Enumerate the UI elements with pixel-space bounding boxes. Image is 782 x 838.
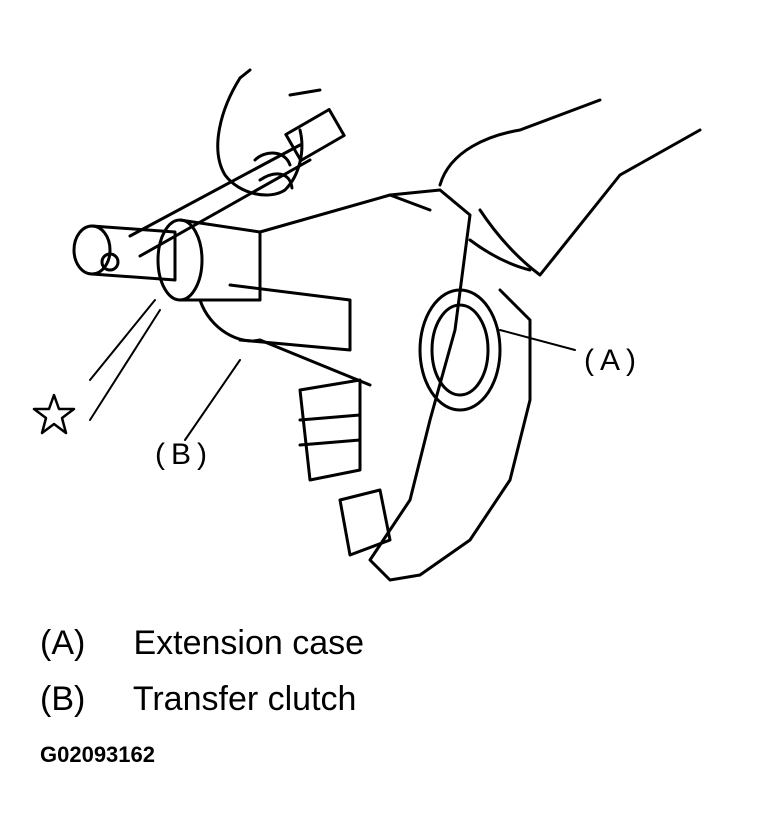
legend-key: (B) [40,680,86,718]
legend-label: Extension case [133,624,365,662]
figure-id: G02093162 [40,742,155,767]
legend-key: (A) [40,624,86,662]
callout-b: (B) [155,438,213,471]
star-outline-icon [32,393,76,435]
extension-case [298,188,532,582]
left-hand [216,68,322,197]
transfer-clutch-removal-drawing [72,68,702,582]
legend-item-b: (B) Transfer clutch [40,682,356,716]
legend-label: Transfer clutch [132,680,357,718]
right-hand [438,98,702,277]
leader-lines [89,299,576,441]
output-shaft [72,108,346,282]
legend-item-a: (A) Extension case [40,626,364,660]
callout-a: (A) [584,344,642,377]
transfer-clutch-body [156,193,432,387]
